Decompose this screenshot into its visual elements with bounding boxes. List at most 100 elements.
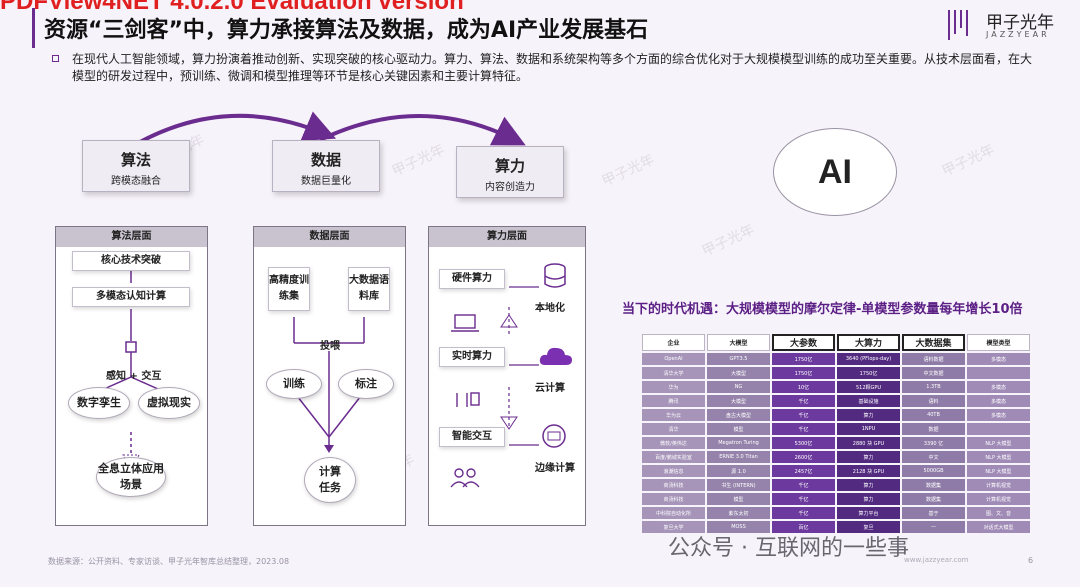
compute-task-bubble: 计算任务: [304, 457, 356, 503]
table-cell: 计算机视觉: [967, 479, 1030, 491]
transfer-icon: [456, 392, 480, 407]
background-watermark: 甲子光年: [939, 141, 998, 180]
table-cell: 5300亿: [772, 437, 835, 449]
table-cell: 源 1.0: [707, 465, 770, 477]
table-cell: 华为: [642, 381, 705, 393]
table-cell: 腾讯: [642, 395, 705, 407]
edge-computing-label: 边缘计算: [535, 463, 575, 474]
table-cell: 紫东太初: [707, 507, 770, 519]
multimodal-box: 多模态认知计算: [72, 287, 190, 307]
table-cell: 千亿: [772, 507, 835, 519]
pillar-name: 数据: [310, 151, 341, 169]
table-cell: 多模态: [967, 409, 1030, 421]
table-cell: [967, 423, 1030, 435]
table-cell: 模型: [707, 423, 770, 435]
table-cell: 商汤科技: [642, 479, 705, 491]
pillar-desc: 数据巨量化: [301, 176, 351, 187]
table-header: 模型类型: [967, 334, 1030, 351]
pillar-compute: 算力 内容创造力: [456, 146, 564, 198]
table-cell: 算力: [837, 479, 900, 491]
laptop-icon: [451, 314, 479, 332]
table-cell: 基础设施: [837, 395, 900, 407]
hardware-compute-box: 硬件算力: [439, 269, 505, 289]
table-cell: 百度/鹏城实验室: [642, 451, 705, 463]
table-cell: 清华: [642, 423, 705, 435]
virtual-reality-bubble: 虚拟现实: [138, 387, 200, 419]
cloud-icon: [539, 347, 572, 365]
jazzyear-logo-icon: [948, 10, 968, 40]
pillar-name: 算法: [120, 151, 151, 169]
sense-interact-label: 感知 + 交互: [106, 371, 162, 382]
holographic-scene-bubble: 全息立体应用场景: [96, 457, 166, 497]
table-cell: 中文数据: [902, 367, 965, 379]
source-note: 数据来源：公开资料、专家访谈、甲子光年智库总结整理，2023.08: [48, 557, 290, 566]
pillar-name: 算力: [494, 157, 525, 175]
panel-compute: 算力层面 硬件算力 本地化 实时算力 云计算 智能交互: [428, 226, 586, 526]
table-cell: 中文: [902, 451, 965, 463]
table-cell: 数据集: [902, 479, 965, 491]
pillar-desc: 内容创造力: [485, 182, 535, 193]
table-header: 大参数: [772, 334, 835, 351]
table-cell: 2128 块 GPU: [837, 465, 900, 477]
database-icon: [544, 263, 566, 288]
table-cell: 计算机视觉: [967, 493, 1030, 505]
table-row: 商汤科技模型千亿算力数据集计算机视觉: [642, 493, 1030, 505]
panel-title: 数据层面: [254, 227, 405, 247]
table-cell: 1.3TB: [902, 381, 965, 393]
panel-data: 数据层面 高精度训练集 大数据语料库 投喂 训练 标注 计算任务: [253, 226, 406, 526]
table-cell: 40TB: [902, 409, 965, 421]
intro-paragraph: 在现代人工智能领域，算力扮演着推动创新、实现突破的核心驱动力。算力、算法、数据和…: [72, 52, 1033, 83]
table-cell: 中科院自动化所: [642, 507, 705, 519]
background-watermark: 甲子光年: [599, 151, 658, 190]
table-cell: 浪潮信息: [642, 465, 705, 477]
digital-twin-bubble: 数字孪生: [68, 387, 130, 419]
table-cell: 书生 (INTERN): [707, 479, 770, 491]
table-cell: 对话式大模型: [967, 521, 1030, 533]
table-cell: 10亿: [772, 381, 835, 393]
edge-node-icon: [542, 424, 566, 448]
table-cell: 语料数据: [902, 353, 965, 365]
table-cell: 算力: [837, 451, 900, 463]
table-cell: 大模型: [707, 395, 770, 407]
pillar-algorithm: 算法 跨模态融合: [82, 140, 190, 192]
bullet-square-icon: [52, 55, 59, 62]
table-row: 商汤科技书生 (INTERN)千亿算力数据集计算机视觉: [642, 479, 1030, 491]
table-cell: 微软/英伟达: [642, 437, 705, 449]
table-cell: 3640 (PFlops-day): [837, 353, 900, 365]
table-cell: 2880 块 GPU: [837, 437, 900, 449]
panel-algorithm: 算法层面 核心技术突破 多模态认知计算 感知 + 交互 数字孪生 虚拟现实 全息…: [55, 226, 208, 526]
table-cell: MOSS: [707, 521, 770, 533]
panel-title: 算力层面: [429, 227, 585, 247]
table-cell: 千亿: [772, 479, 835, 491]
table-cell: 1750亿: [772, 353, 835, 365]
flow-arrows: [139, 111, 526, 146]
feed-label: 投喂: [320, 341, 340, 352]
big-data-corpus-box: 大数据语料库: [348, 267, 390, 311]
high-precision-set-box: 高精度训练集: [268, 267, 310, 311]
logo-text: 甲子光年: [986, 13, 1054, 33]
page-number: 6: [1028, 556, 1034, 565]
table-cell: 千亿: [772, 493, 835, 505]
table-cell: 1750亿: [837, 367, 900, 379]
table-cell: 百亿: [772, 521, 835, 533]
core-tech-box: 核心技术突破: [72, 251, 190, 271]
table-cell: 复旦大学: [642, 521, 705, 533]
data-to-compute-arrow: [319, 114, 526, 146]
table-cell: 复旦: [837, 521, 900, 533]
pillar-desc: 跨模态融合: [111, 176, 161, 187]
table-cell: 1750亿: [772, 367, 835, 379]
table-row: 中科院自动化所紫东太初千亿算力平台基于图、文、音: [642, 507, 1030, 519]
table-cell: 1NPU: [837, 423, 900, 435]
page-title: 资源“三剑客”中，算力承接算法及数据，成为AI产业发展基石: [44, 18, 649, 43]
table-cell: 千亿: [772, 395, 835, 407]
table-cell: 大模型: [707, 367, 770, 379]
pillar-data: 数据 数据巨量化: [272, 140, 380, 192]
table-cell: 千亿: [772, 423, 835, 435]
algo-to-data-arrow: [139, 111, 337, 144]
